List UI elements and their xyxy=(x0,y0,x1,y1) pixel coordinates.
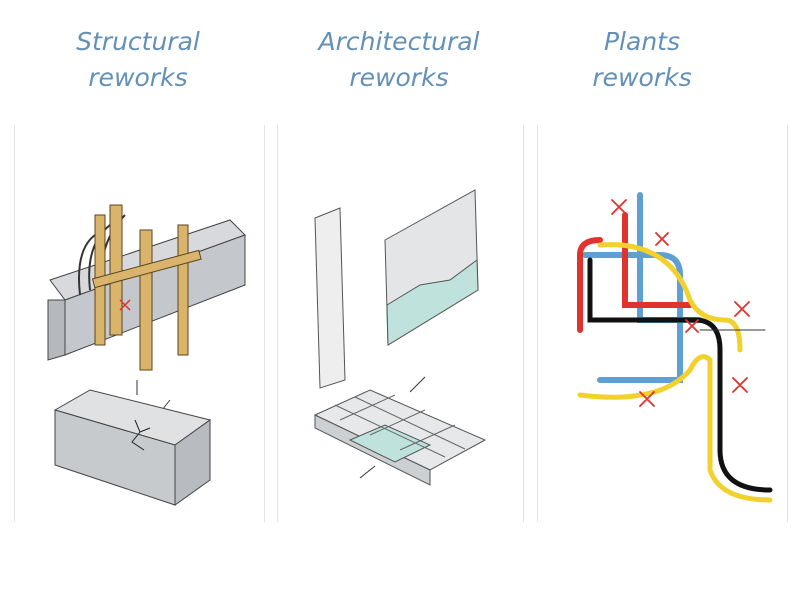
title-line: reworks xyxy=(88,63,188,92)
error-x-icon xyxy=(611,199,750,407)
pipes-illustration xyxy=(577,192,773,503)
structural-panel xyxy=(14,125,265,522)
cracked-concrete-block-illustration xyxy=(53,380,212,506)
floor-tiles-illustration xyxy=(313,376,487,486)
title-line: Architectural xyxy=(318,27,480,56)
plants-reworks-title: Plants reworks xyxy=(522,24,762,96)
beam-formwork-illustration xyxy=(47,204,246,371)
wall-panel-illustration xyxy=(314,189,479,389)
title-line: reworks xyxy=(592,63,692,92)
title-line: reworks xyxy=(349,63,449,92)
architectural-reworks-title: Architectural reworks xyxy=(279,24,519,96)
architectural-panel xyxy=(277,125,524,522)
title-line: Plants xyxy=(603,27,680,56)
plants-panel xyxy=(537,125,788,522)
structural-reworks-title: Structural reworks xyxy=(18,24,258,96)
title-line: Structural xyxy=(76,27,200,56)
